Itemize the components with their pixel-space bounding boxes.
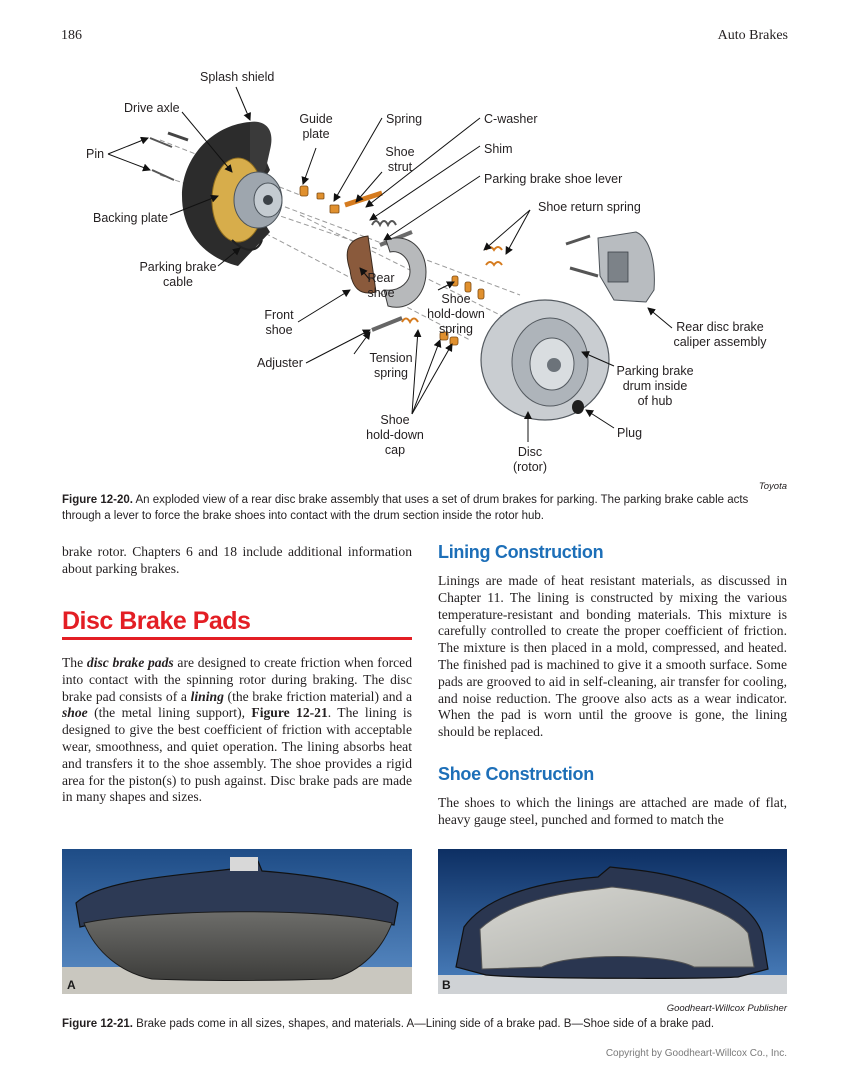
label-spring: Spring	[386, 112, 423, 126]
label-backing-plate: Backing plate	[93, 211, 169, 225]
figure-12-21-credit: Goodheart-Willcox Publisher	[666, 1003, 787, 1014]
photo-a-lining-side: A	[62, 849, 412, 994]
hub-part	[233, 171, 283, 229]
label-plug: Plug	[617, 426, 643, 440]
lining-construction-paragraph: Linings are made of heat resistant mater…	[438, 573, 787, 740]
photo-b-letter: B	[442, 978, 451, 992]
adjuster-part	[371, 316, 403, 332]
disc-rotor-part	[480, 299, 610, 421]
subheading-shoe-construction: Shoe Construction	[438, 764, 594, 784]
plug-part	[572, 400, 584, 414]
label-splash-shield: Splash shield	[200, 70, 275, 84]
disc-brake-pads-paragraph: The disc brake pads are designed to crea…	[62, 655, 413, 805]
photo-a-letter: A	[67, 978, 76, 992]
figure-12-20-credit: Toyota	[758, 481, 787, 492]
label-shoe-strut: Shoe strut	[385, 145, 415, 174]
brake-pad-lining-illustration	[62, 849, 412, 994]
running-title: Auto Brakes	[717, 28, 788, 43]
label-parking-brake-drum: Parking brake drum inside of hub	[616, 364, 694, 408]
label-rear-disc-brake-caliper-assembly: Rear disc brake caliper assembly	[673, 320, 767, 349]
label-adjuster: Adjuster	[257, 356, 303, 370]
label-tension-spring: Tension spring	[369, 351, 413, 380]
label-shim: Shim	[484, 142, 513, 156]
brake-pad-shoe-illustration	[438, 849, 787, 994]
label-drive-axle: Drive axle	[124, 101, 180, 115]
label-guide-plate: Guide plate	[299, 112, 333, 141]
drive-axle-part	[167, 131, 189, 142]
figure-12-21-caption: Figure 12-21. Brake pads come in all siz…	[62, 1018, 715, 1030]
spring-part	[371, 220, 397, 228]
shoe-return-spring-part	[485, 246, 503, 252]
subheading-lining-construction: Lining Construction	[438, 542, 604, 562]
section-heading-disc-brake-pads: Disc Brake Pads	[62, 607, 251, 635]
page-number: 186	[61, 28, 82, 43]
figure-12-20: Splash shield Drive axle Pin Backing pla…	[60, 60, 790, 480]
label-shoe-hold-down-cap: Shoe hold-down cap	[366, 413, 424, 457]
label-front-shoe: Front shoe	[264, 308, 294, 337]
label-shoe-hold-down-spring: Shoe hold-down spring	[427, 292, 485, 336]
label-shoe-return-spring: Shoe return spring	[538, 200, 641, 214]
copyright-footer: Copyright by Goodheart-Willcox Co., Inc.	[605, 1048, 787, 1059]
front-shoe-part	[383, 237, 427, 308]
parking-brake-cable-part	[231, 239, 263, 251]
label-c-washer: C-washer	[484, 112, 538, 126]
caliper-part	[565, 231, 655, 303]
label-pin: Pin	[86, 147, 105, 161]
intro-paragraph: brake rotor. Chapters 6 and 18 include a…	[62, 544, 412, 576]
label-rear-shoe: Rear shoe	[367, 271, 395, 300]
exploded-brake-illustration	[107, 86, 673, 442]
tension-spring-part	[401, 317, 419, 325]
label-parking-brake-shoe-lever: Parking brake shoe lever	[484, 172, 623, 186]
section-heading-rule	[62, 637, 412, 640]
label-parking-brake-cable: Parking brake cable	[139, 260, 217, 289]
photo-b-shoe-side: B	[438, 849, 787, 994]
label-disc-rotor: Disc (rotor)	[512, 445, 548, 474]
shoe-construction-paragraph: The shoes to which the linings are attac…	[438, 795, 787, 827]
figure-12-20-caption: Figure 12-20. An exploded view of a rear…	[62, 494, 749, 522]
